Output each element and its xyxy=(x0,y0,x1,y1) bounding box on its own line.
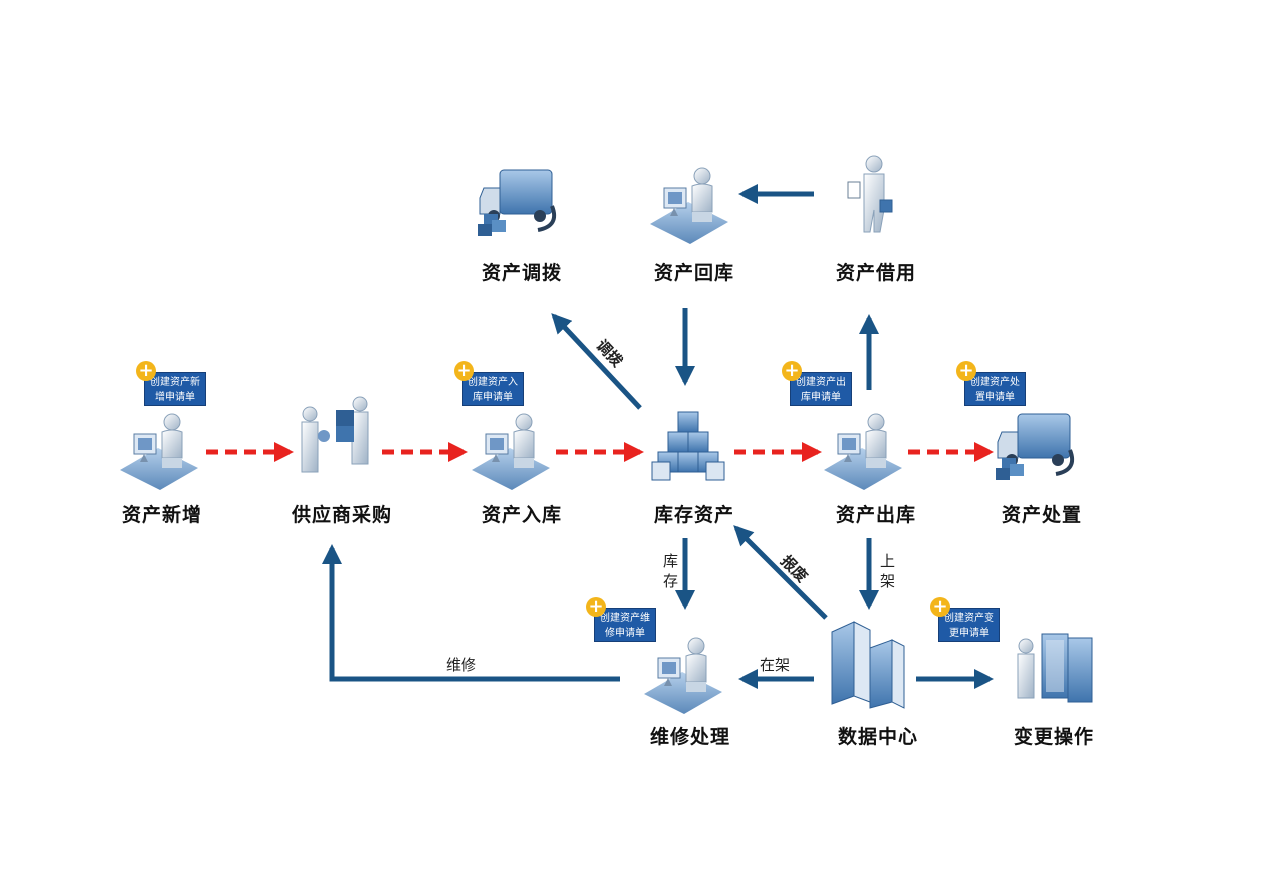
person-with-clipboard-icon xyxy=(847,155,893,233)
person-at-computer-icon xyxy=(119,413,199,491)
create-request-badge-asset-out[interactable]: + 创建资产出 库申请单 xyxy=(782,361,852,406)
plus-icon: + xyxy=(136,361,156,381)
node-supplier-purchase[interactable]: 供应商采购 xyxy=(291,504,392,526)
edge-label-scrap: 报废 xyxy=(777,552,811,586)
person-at-computer-icon xyxy=(471,413,551,491)
badge-line-2: 修申请单 xyxy=(605,628,645,639)
edge-label-on-rack: 在架 xyxy=(760,656,790,674)
plus-icon: + xyxy=(930,597,950,617)
flow-repair-to-purchase xyxy=(322,544,620,682)
node-inventory[interactable]: 库存资产 xyxy=(653,504,734,526)
stacked-boxes-icon xyxy=(651,411,725,481)
badge-line-2: 增申请单 xyxy=(155,392,195,403)
person-at-computer-icon xyxy=(649,167,729,245)
badge-line-1: 创建资产处 xyxy=(970,377,1020,388)
badge-line-2: 库申请单 xyxy=(801,392,841,403)
badge-line-1: 创建资产维 xyxy=(600,613,650,624)
node-repair[interactable]: 维修处理 xyxy=(649,726,730,748)
edge-label-stock-2: 存 xyxy=(663,572,678,590)
node-asset-transfer[interactable]: 资产调拨 xyxy=(481,262,562,284)
node-change-op[interactable]: 变更操作 xyxy=(1013,726,1094,748)
person-at-computer-icon xyxy=(823,413,903,491)
create-request-badge-repair[interactable]: + 创建资产维 修申请单 xyxy=(586,597,656,642)
create-request-badge-asset-new[interactable]: + 创建资产新 增申请单 xyxy=(136,361,206,406)
delivery-truck-icon xyxy=(476,168,557,238)
delivery-truck-icon xyxy=(994,412,1075,482)
plus-icon: + xyxy=(782,361,802,381)
server-buildings-icon xyxy=(831,621,905,709)
badge-line-2: 库申请单 xyxy=(473,392,513,403)
create-request-badge-asset-in[interactable]: + 创建资产入 库申请单 xyxy=(454,361,524,406)
edge-label-shelf-2: 架 xyxy=(880,572,895,590)
badge-line-1: 创建资产变 xyxy=(944,613,994,624)
plus-icon: + xyxy=(586,597,606,617)
node-asset-disposal[interactable]: 资产处置 xyxy=(1001,504,1082,526)
flow-inventory-to-transfer xyxy=(551,313,642,410)
person-at-server-rack-icon xyxy=(1017,633,1093,703)
node-asset-return[interactable]: 资产回库 xyxy=(653,262,734,284)
plus-icon: + xyxy=(454,361,474,381)
badge-line-2: 置申请单 xyxy=(975,392,1015,403)
node-asset-new[interactable]: 资产新增 xyxy=(121,504,202,526)
create-request-badge-change-op[interactable]: + 创建资产变 更申请单 xyxy=(930,597,1000,642)
create-request-badge-asset-disposal[interactable]: + 创建资产处 置申请单 xyxy=(956,361,1026,406)
supplier-handover-icon xyxy=(301,396,369,473)
plus-icon: + xyxy=(956,361,976,381)
badge-line-2: 更申请单 xyxy=(949,628,989,639)
flow-datacenter-to-inventory xyxy=(733,525,828,620)
node-asset-out[interactable]: 资产出库 xyxy=(835,504,916,526)
person-at-computer-icon xyxy=(643,637,723,715)
badge-line-1: 创建资产出 xyxy=(796,377,846,388)
edge-label-shelf-1: 上 xyxy=(880,552,895,570)
node-asset-in[interactable]: 资产入库 xyxy=(481,504,562,526)
node-data-center[interactable]: 数据中心 xyxy=(837,726,918,748)
badge-line-1: 创建资产入 xyxy=(468,377,518,388)
edge-label-repair: 维修 xyxy=(446,656,476,674)
node-asset-borrow[interactable]: 资产借用 xyxy=(835,262,916,284)
edge-label-stock-1: 库 xyxy=(663,552,678,570)
badge-line-1: 创建资产新 xyxy=(150,377,200,388)
